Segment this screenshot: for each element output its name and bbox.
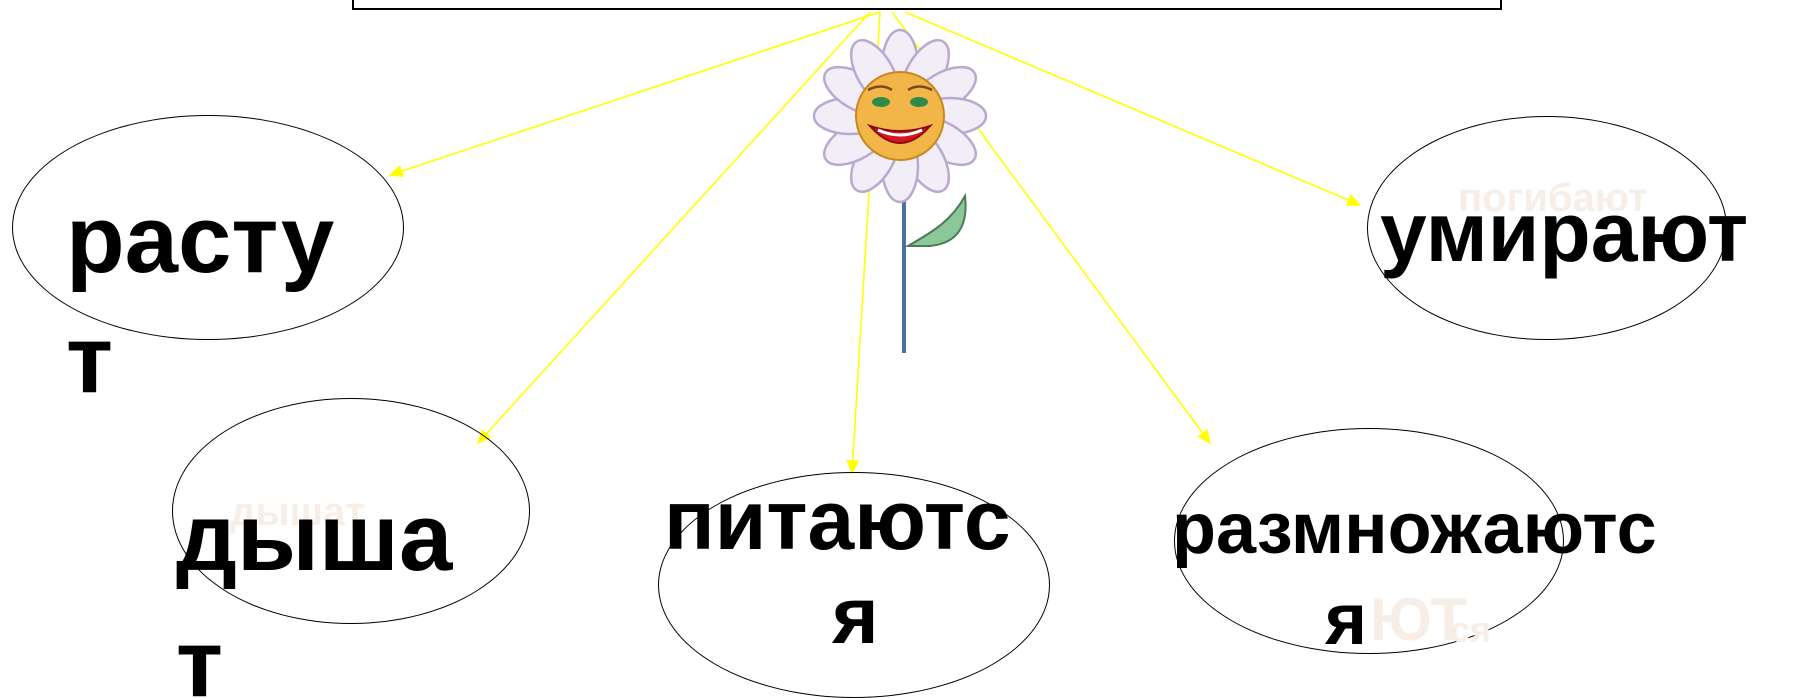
node-feed-line2: я: [832, 576, 879, 656]
node-breathe-line2: т: [176, 616, 223, 698]
node-reproduce-line1: размножаютс: [1172, 493, 1657, 565]
node-reproduce-line2: я: [1325, 584, 1367, 656]
node-grow-line2: т: [66, 312, 113, 408]
node-grow-line1: расту: [66, 192, 334, 288]
node-die: умирают: [1380, 190, 1748, 274]
node-reproduce-faint-small: ся: [1450, 612, 1491, 648]
node-feed-line1: питаютс: [664, 478, 1011, 562]
smiling-flower-icon: [780, 28, 1020, 358]
node-breathe-line1: дыша: [176, 490, 452, 586]
